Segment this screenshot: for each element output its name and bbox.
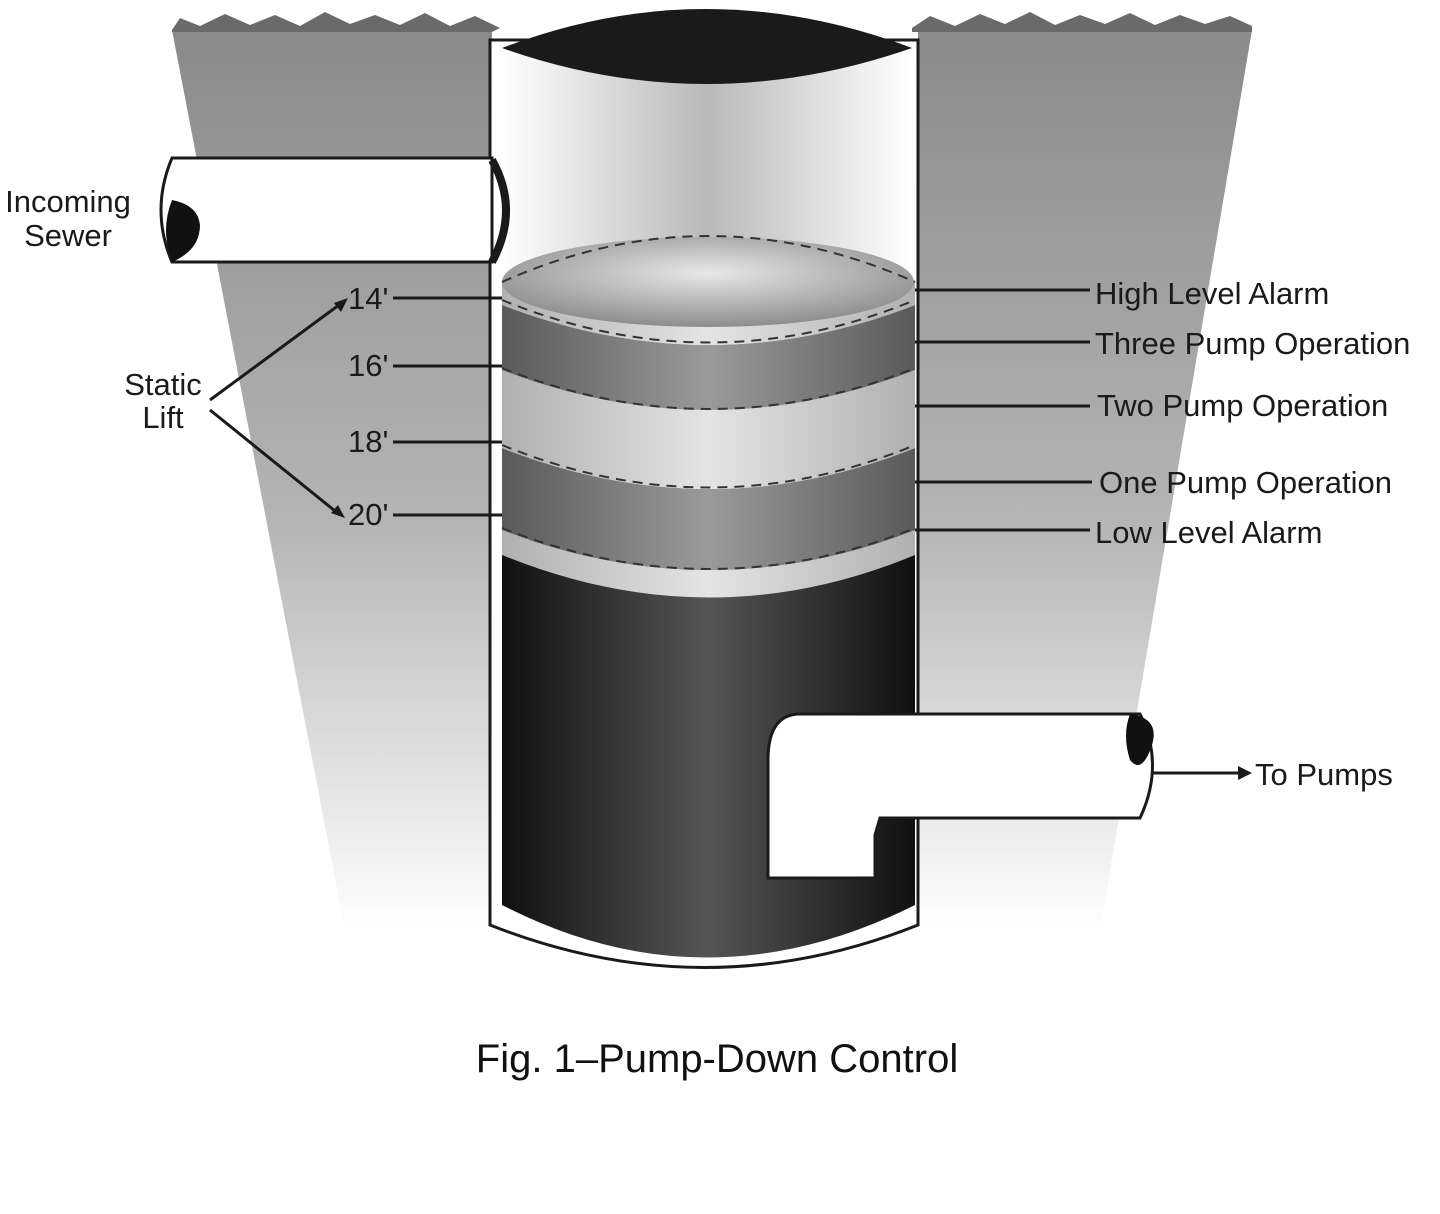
soil-right xyxy=(912,12,1252,930)
band-two-pump xyxy=(502,370,915,489)
liquid-surface xyxy=(502,237,914,327)
well-top-rim xyxy=(502,9,912,84)
level-label-two-pump: Two Pump Operation xyxy=(1097,388,1388,423)
to-pumps-label: To Pumps xyxy=(1255,757,1393,792)
static-lift-brace xyxy=(209,298,348,518)
band-three-pump xyxy=(502,305,915,410)
static-lift-label-line1: Static xyxy=(124,367,202,402)
depth-label-20: 20' xyxy=(348,497,388,532)
level-label-high-alarm: High Level Alarm xyxy=(1095,276,1329,311)
static-lift-label-line2: Lift xyxy=(142,400,184,435)
figure-caption: Fig. 1–Pump-Down Control xyxy=(476,1037,958,1081)
incoming-sewer-label-line1: Incoming xyxy=(5,184,131,219)
incoming-sewer-label-line2: Sewer xyxy=(24,218,112,253)
incoming-sewer-pipe xyxy=(159,156,510,264)
depth-label-14: 14' xyxy=(348,281,388,316)
level-leaders xyxy=(915,288,1092,532)
depth-leaders xyxy=(393,296,502,517)
depth-label-16: 16' xyxy=(348,348,388,383)
depth-label-18: 18' xyxy=(348,424,388,459)
soil-left xyxy=(172,12,500,930)
band-one-pump xyxy=(502,448,915,570)
to-pumps-arrow xyxy=(1152,766,1252,780)
level-label-one-pump: One Pump Operation xyxy=(1099,465,1392,500)
band-low-alarm xyxy=(502,530,915,598)
discharge-pipe xyxy=(766,712,1154,880)
level-label-three-pump: Three Pump Operation xyxy=(1095,326,1410,361)
level-label-low-alarm: Low Level Alarm xyxy=(1095,515,1322,550)
band-high-alarm xyxy=(502,280,915,345)
